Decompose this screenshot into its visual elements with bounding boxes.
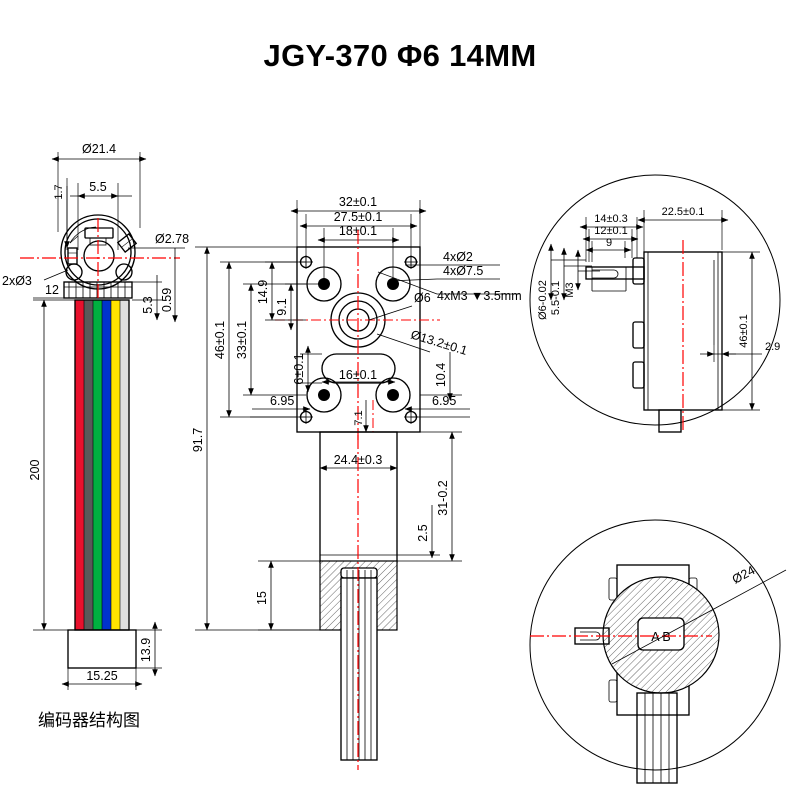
dim-label-board-diameter: Ø21.4 [82, 142, 116, 156]
dim-label-overall-height: 91.7 [191, 428, 205, 452]
callout-label-two-holes: 2xØ3 [2, 274, 32, 288]
dim-label-width-12: 12 [45, 283, 59, 297]
encoder-caption: 编码器结构图 [38, 711, 140, 731]
callout-label-shaft: Ø6 [414, 291, 431, 305]
callout-label-holes-2: 4xØ2 [443, 250, 473, 264]
encoder-pcb [20, 214, 180, 300]
dim-thread-m3: M3 [564, 249, 600, 298]
dim-16: 16±0.1 [321, 368, 396, 385]
callout-two-holes: 2xØ3 [2, 269, 69, 288]
cable-connector [67, 629, 137, 669]
dim-71: 7.1 [353, 400, 374, 433]
dim-connector-height: 13.9 [136, 621, 162, 677]
dim-label-height-53: 5.3 [141, 296, 155, 313]
callout-label-hole-small: Ø2.78 [155, 232, 189, 246]
dim-label-29: 2.9 [765, 341, 780, 353]
dim-label-695-right: 6.95 [432, 394, 456, 408]
dim-label-height-33: 33±0.1 [235, 321, 249, 359]
callout-label-thread-m3: 4xM3 ▼3.5mm [437, 289, 522, 303]
dim-board-diameter: Ø21.4 [51, 142, 147, 232]
dim-label-height-46: 46±0.1 [213, 321, 227, 359]
dim-body-width: 32±0.1 [290, 195, 427, 266]
dim-label-flat-height: 5.5-0.1 [550, 281, 562, 315]
dim-label-shaft-14: 14±0.3 [594, 213, 628, 225]
dim-label-body-width: 32±0.1 [339, 195, 377, 209]
dim-label-flat-9: 9 [606, 237, 612, 249]
dim-695-right: 6.95 [404, 394, 470, 418]
dim-label-6: 6±0.1 [292, 353, 306, 384]
dim-label-25: 2.5 [416, 524, 430, 541]
dim-label-15: 15 [255, 591, 269, 605]
datum-label: A B [651, 630, 670, 644]
dim-label-component-width: 5.5 [89, 180, 106, 194]
dim-offset-left: 1.7 [53, 178, 70, 250]
side-view-detail: 14±0.3 12±0.1 9 22.5±0.1 [529, 174, 781, 433]
dim-104: 10.4 [420, 352, 462, 401]
dim-label-71: 7.1 [353, 410, 365, 425]
callout-label-boss: Ø13.2±0.1 [409, 327, 469, 357]
dim-width-12: 12 [33, 283, 95, 299]
encoder-assembly-view: Ø21.4 1.7 5.5 [2, 142, 189, 690]
dim-label-104: 10.4 [434, 363, 448, 387]
dim-label-thickness-059: 0.59 [160, 288, 174, 312]
dim-component-width: 5.5 [70, 180, 132, 250]
callout-label-holes-75: 4xØ7.5 [443, 264, 483, 278]
dim-label-shaft-dia: Ø6-0.02 [537, 280, 549, 320]
dim-cable-length: 200 [28, 299, 75, 631]
gearbox-front-view: 32±0.1 27.5±0.1 18±0.1 [191, 195, 522, 770]
dim-hole-pitch-275: 27.5±0.1 [299, 210, 418, 266]
dim-149: 14.9 [256, 261, 306, 321]
dim-15: 15 [255, 560, 320, 631]
dim-label-shaft-12: 12±0.1 [594, 225, 628, 237]
dim-label-thread-m3: M3 [564, 282, 576, 297]
dim-label-body-depth: 22.5±0.1 [662, 206, 705, 218]
dim-label-695-left: 6.95 [270, 394, 294, 408]
motor-detail-body: A B [530, 564, 720, 784]
motor-diameter-detail: A B Ø24 [529, 519, 787, 784]
dim-6: 6±0.1 [292, 345, 322, 393]
dim-shaft-12: 12±0.1 [582, 225, 639, 262]
dim-label-connector-width: 15.25 [86, 669, 117, 683]
dim-label-offset-left: 1.7 [53, 184, 65, 199]
dim-label-16: 16±0.1 [339, 368, 377, 382]
dim-thickness-059: 0.59 [160, 248, 178, 323]
dim-flat-height: 5.5-0.1 [550, 247, 592, 315]
callout-label-motor-dia: Ø24 [730, 563, 757, 586]
callout-hole-small: Ø2.78 [128, 232, 189, 249]
dim-label-detail-height-46: 46±0.1 [738, 314, 750, 348]
dim-label-91: 9.1 [275, 298, 289, 315]
callout-group-right: 4xØ2 4xØ7.5 4xM3 ▼3.5mm Ø6 Ø13.2±0.1 [368, 250, 522, 358]
dim-label-149: 14.9 [256, 280, 270, 304]
dim-29: 2.9 [700, 341, 780, 362]
dim-height-53: 5.3 [132, 275, 162, 321]
dim-flat-9: 9 [585, 237, 632, 262]
dim-motor-height: 31-0.2 [397, 431, 462, 562]
dim-label-motor-height: 31-0.2 [436, 480, 450, 515]
motor-body: 24.4±0.3 [319, 431, 398, 770]
dim-label-connector-height: 13.9 [139, 638, 153, 662]
ribbon-cable [74, 299, 130, 631]
motor-side-profile [585, 240, 723, 433]
dim-label-cable-length: 200 [28, 460, 42, 481]
dim-detail-height-46: 46±0.1 [722, 251, 760, 411]
dim-body-depth: 22.5±0.1 [637, 206, 729, 256]
dim-25: 2.5 [397, 505, 440, 559]
dim-label-hole-pitch-275: 27.5±0.1 [334, 210, 383, 224]
dim-695-left: 6.95 [250, 394, 311, 418]
dim-91: 9.1 [275, 283, 324, 331]
dim-connector-width: 15.25 [61, 668, 143, 690]
page-title: JGY-370 Φ6 14MM [263, 38, 537, 73]
